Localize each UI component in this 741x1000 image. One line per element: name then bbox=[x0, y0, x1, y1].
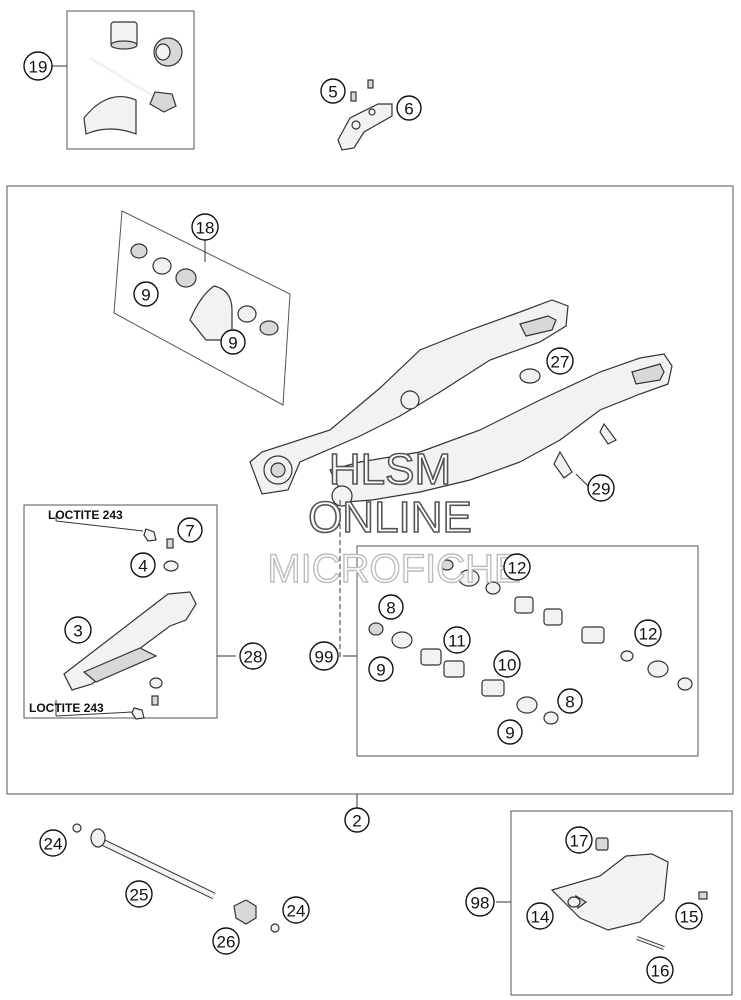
svg-text:9: 9 bbox=[228, 334, 237, 353]
callout-24: 24 bbox=[282, 896, 310, 924]
callout-19: 19 bbox=[23, 51, 53, 81]
callout-10: 10 bbox=[493, 650, 521, 678]
callout-9: 9 bbox=[368, 656, 394, 682]
watermark: HLSM ONLINE MICROFICHE bbox=[267, 444, 522, 592]
svg-text:8: 8 bbox=[386, 599, 395, 618]
svg-text:5: 5 bbox=[328, 83, 337, 102]
svg-text:9: 9 bbox=[505, 724, 514, 743]
leader-lines bbox=[52, 65, 589, 903]
callout-18: 18 bbox=[191, 213, 219, 241]
callout-9: 9 bbox=[133, 281, 159, 307]
chain-guide-clip-parts bbox=[337, 79, 393, 151]
loctite-label-top: LOCTITE 243 bbox=[48, 508, 123, 522]
callout-14: 14 bbox=[526, 902, 554, 930]
kit-99-frame bbox=[356, 545, 699, 757]
callout-6: 6 bbox=[396, 95, 422, 121]
callout-29: 29 bbox=[587, 474, 615, 502]
callout-8: 8 bbox=[378, 594, 404, 620]
svg-text:2: 2 bbox=[352, 812, 361, 831]
svg-text:15: 15 bbox=[680, 908, 699, 927]
svg-text:26: 26 bbox=[217, 933, 236, 952]
kit-98-parts bbox=[550, 837, 708, 950]
svg-text:29: 29 bbox=[592, 480, 611, 499]
kit-18-parts bbox=[130, 243, 279, 341]
svg-text:27: 27 bbox=[551, 353, 570, 372]
kit-28-parts bbox=[63, 528, 197, 720]
svg-text:28: 28 bbox=[244, 648, 263, 667]
callout-4: 4 bbox=[130, 552, 156, 578]
callout-12: 12 bbox=[634, 619, 662, 647]
callout-7: 7 bbox=[177, 517, 203, 543]
svg-text:6: 6 bbox=[404, 100, 413, 119]
kit-98-frame bbox=[510, 810, 733, 996]
callout-99: 99 bbox=[309, 641, 339, 671]
callout-26: 26 bbox=[212, 927, 240, 955]
svg-text:8: 8 bbox=[565, 693, 574, 712]
kit-19-parts bbox=[83, 21, 183, 135]
svg-text:25: 25 bbox=[130, 886, 149, 905]
svg-text:19: 19 bbox=[29, 58, 48, 77]
svg-text:17: 17 bbox=[570, 832, 589, 851]
callout-11: 11 bbox=[443, 626, 471, 654]
svg-text:18: 18 bbox=[196, 219, 215, 238]
callout-25: 25 bbox=[125, 880, 153, 908]
watermark-line2: ONLINE bbox=[308, 493, 472, 542]
watermark-line1: HLSM bbox=[329, 445, 451, 494]
callout-24: 24 bbox=[39, 829, 67, 857]
callout-9: 9 bbox=[220, 329, 246, 355]
callout-9: 9 bbox=[497, 719, 523, 745]
svg-text:99: 99 bbox=[315, 648, 334, 667]
loctite-label-bottom: LOCTITE 243 bbox=[29, 701, 104, 715]
callout-27: 27 bbox=[546, 347, 574, 375]
callout-12: 12 bbox=[503, 553, 531, 581]
main-assembly-frame bbox=[6, 185, 734, 795]
kit-99-parts bbox=[368, 559, 693, 725]
svg-text:12: 12 bbox=[508, 559, 527, 578]
svg-text:11: 11 bbox=[448, 632, 466, 651]
callout-16: 16 bbox=[646, 956, 674, 984]
svg-text:9: 9 bbox=[376, 661, 385, 680]
svg-text:3: 3 bbox=[73, 622, 82, 641]
callout-17: 17 bbox=[565, 826, 593, 854]
swingarm-illustration bbox=[249, 299, 673, 507]
svg-text:16: 16 bbox=[651, 962, 670, 981]
callout-2: 2 bbox=[344, 807, 370, 833]
callout-28: 28 bbox=[239, 642, 267, 670]
callout-5: 5 bbox=[320, 78, 346, 104]
callout-3: 3 bbox=[64, 616, 92, 644]
callout-98: 98 bbox=[465, 887, 495, 917]
svg-text:14: 14 bbox=[531, 908, 550, 927]
svg-text:10: 10 bbox=[498, 656, 517, 675]
svg-text:98: 98 bbox=[471, 894, 490, 913]
svg-text:9: 9 bbox=[141, 286, 150, 305]
watermark-line3: MICROFICHE bbox=[267, 547, 520, 591]
axle-parts bbox=[72, 823, 280, 933]
kit-28-frame bbox=[23, 504, 218, 719]
svg-text:24: 24 bbox=[287, 902, 306, 921]
svg-text:4: 4 bbox=[138, 557, 147, 576]
callout-15: 15 bbox=[675, 902, 703, 930]
svg-text:12: 12 bbox=[639, 625, 658, 644]
svg-text:24: 24 bbox=[44, 835, 63, 854]
callout-8: 8 bbox=[557, 688, 583, 714]
kit-19-frame bbox=[66, 10, 195, 150]
svg-text:7: 7 bbox=[185, 522, 194, 541]
kit-18-frame bbox=[113, 210, 291, 406]
